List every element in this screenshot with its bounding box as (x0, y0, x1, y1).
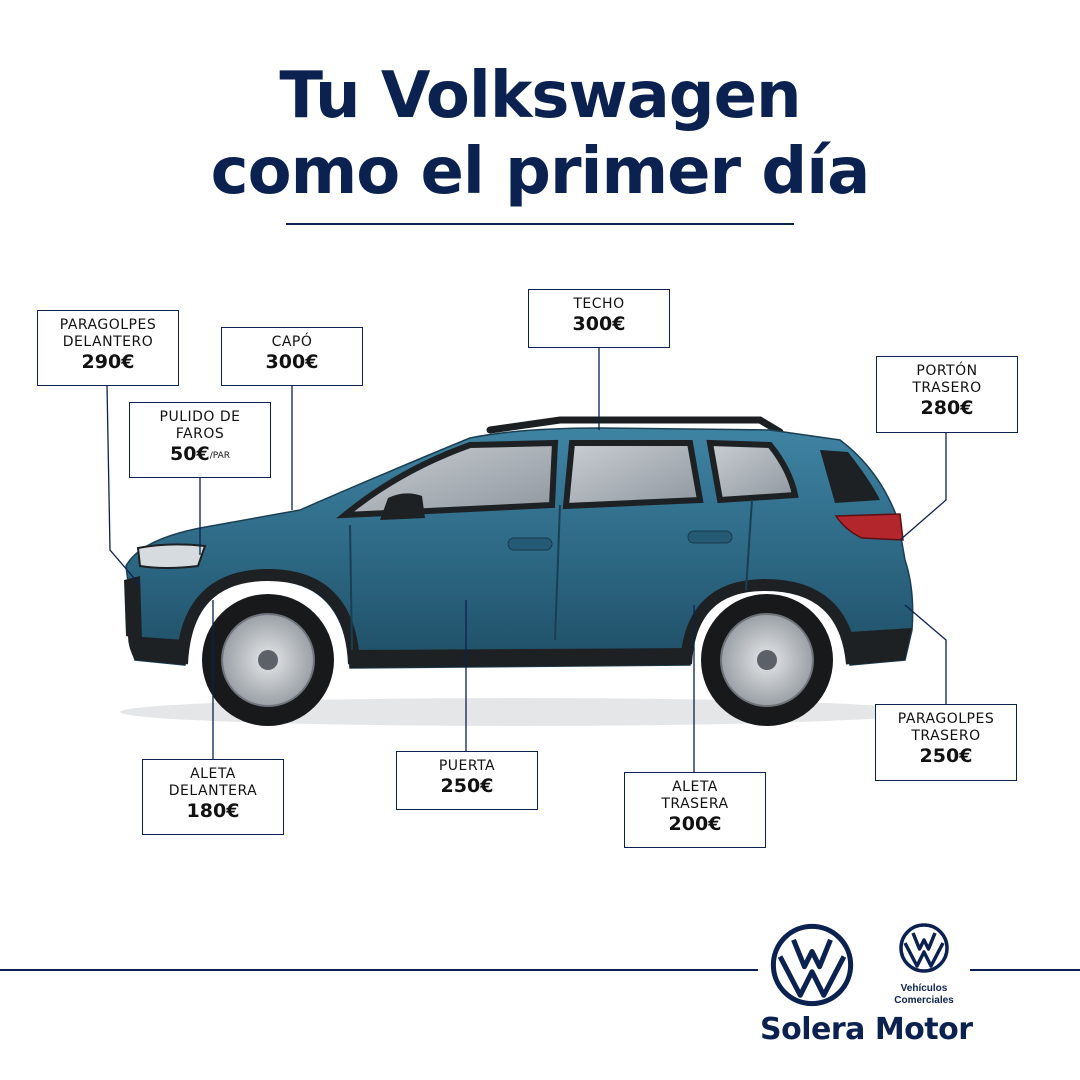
label-name: PUERTA (438, 758, 496, 774)
leader-paragolpes-delantero (106, 384, 141, 586)
footer-line-left (0, 969, 758, 971)
commercial-line-2: Comerciales (894, 995, 954, 1006)
label-name: ALETA (672, 779, 718, 795)
vw-commercial-logo-icon (899, 923, 949, 973)
front-grille (124, 576, 142, 640)
rear-wheel-arch (680, 578, 858, 665)
label-name: PULIDO DE (159, 409, 241, 425)
rear-pillar-glass (820, 450, 880, 503)
label-name: PARAGOLPES (59, 317, 157, 333)
label-name: TECHO (573, 296, 625, 312)
label-name: FAROS (175, 426, 225, 442)
label-price: 180€ (186, 800, 240, 822)
title-underline (286, 223, 794, 225)
label-name: TRASERO (912, 380, 982, 396)
label-pulido-faros: PULIDO DE FAROS 50€/PAR (129, 402, 271, 478)
door-seam-front (554, 504, 561, 641)
label-price: 250€ (440, 775, 494, 797)
leader-porton-trasero (899, 432, 947, 541)
label-techo: TECHO 300€ (528, 289, 670, 348)
roof-rail (486, 416, 784, 436)
vw-logo-icon (770, 923, 854, 1007)
headlight (136, 543, 207, 569)
label-price: 280€ (920, 397, 974, 419)
leader-paragolpes-trasero (904, 604, 947, 705)
rear-door-window (562, 440, 704, 510)
label-name: CAPÓ (271, 334, 313, 350)
commercial-vehicles-text: Vehículos Comerciales (882, 983, 966, 1007)
label-price: 300€ (572, 313, 626, 335)
label-price: 250€ (919, 745, 973, 767)
side-mirror (380, 493, 425, 520)
page-title: Tu Volkswagen como el primer día (0, 58, 1080, 210)
front-wheel-arch (176, 568, 360, 665)
label-price: 300€ (265, 351, 319, 373)
label-name: TRASERA (661, 796, 729, 812)
label-name: DELANTERO (62, 334, 154, 350)
label-porton-trasero: PORTÓN TRASERO 280€ (876, 356, 1018, 433)
label-aleta-trasera: ALETA TRASERA 200€ (624, 772, 766, 848)
label-puerta: PUERTA 250€ (396, 751, 538, 810)
label-paragolpes-delantero: PARAGOLPES DELANTERO 290€ (37, 310, 179, 386)
commercial-line-1: Vehículos (900, 983, 948, 994)
label-paragolpes-trasero: PARAGOLPES TRASERO 250€ (875, 704, 1017, 781)
side-skirt (350, 648, 690, 668)
label-capo: CAPÓ 300€ (221, 327, 363, 386)
label-name: PORTÓN (916, 363, 978, 379)
label-aleta-delantera: ALETA DELANTERA 180€ (142, 759, 284, 835)
label-price: 290€ (81, 351, 135, 373)
label-name: PARAGOLPES (897, 711, 995, 727)
label-name: DELANTERA (168, 783, 258, 799)
front-lower-trim (128, 636, 185, 665)
title-line-1: Tu Volkswagen (279, 59, 801, 133)
label-price-value: 50€ (170, 443, 210, 465)
label-price-unit: /PAR (209, 451, 230, 461)
door-seam-rear (745, 499, 753, 591)
front-wheel (202, 594, 334, 726)
label-name: TRASERO (911, 728, 981, 744)
rear-lower-trim (850, 628, 912, 665)
quarter-window (706, 439, 799, 504)
footer-line-right (970, 969, 1080, 971)
label-price: 200€ (668, 813, 722, 835)
label-price: 50€/PAR (130, 443, 270, 467)
rear-wheel (701, 594, 833, 726)
taillight (834, 513, 904, 541)
brand-name: Solera Motor (760, 1012, 973, 1047)
front-door-handle (507, 537, 553, 551)
door-seam-fender (349, 524, 353, 651)
label-name: ALETA (190, 766, 236, 782)
title-line-2: como el primer día (210, 135, 871, 209)
rear-door-handle (687, 530, 733, 544)
